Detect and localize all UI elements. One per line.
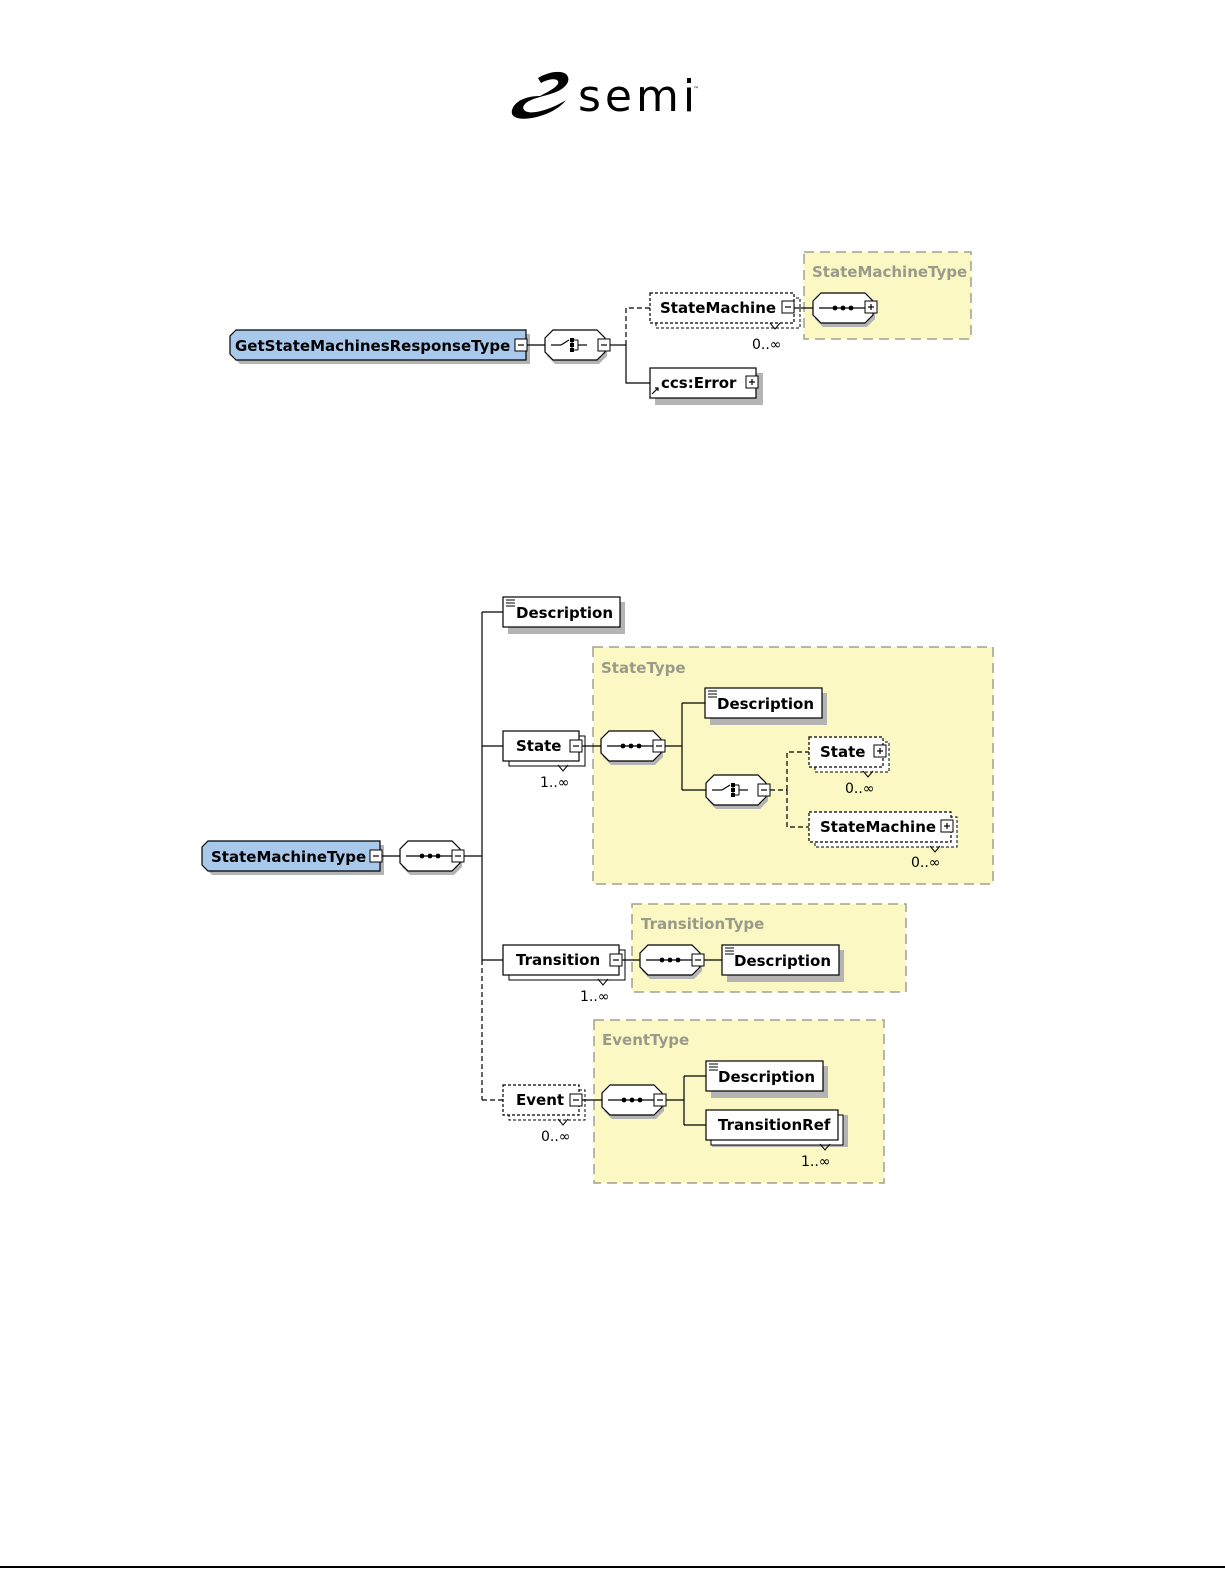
root-collapse-toggle-2[interactable] xyxy=(370,850,382,862)
semi-logo-mark xyxy=(512,72,569,119)
occurrence-state-inner: 0..∞ xyxy=(845,781,874,797)
state-machine-collapse-toggle-1[interactable] xyxy=(782,301,794,313)
element-label-state: State xyxy=(516,737,561,755)
element-label-event: Event xyxy=(516,1091,564,1109)
semi-logo-trademark: ™ xyxy=(693,86,699,93)
root-get-state-machines-response-type[interactable]: GetStateMachinesResponseType xyxy=(230,330,530,364)
ccs-error-expand-toggle[interactable] xyxy=(746,376,758,388)
element-description-transition-type[interactable]: Description xyxy=(722,945,844,982)
element-description-event-type[interactable]: Description xyxy=(706,1061,828,1098)
occurrence-state-machine-inner: 0..∞ xyxy=(911,855,940,871)
event-collapse-toggle[interactable] xyxy=(570,1094,582,1106)
root-state-machine-type[interactable]: StateMachineType xyxy=(202,841,384,875)
diagram-state-machine-type: StateType TransitionType EventType State… xyxy=(202,597,993,1183)
choice-collapse-toggle-state-type[interactable] xyxy=(758,784,770,796)
element-label-description-transition-type: Description xyxy=(734,952,831,970)
element-label-transition: Transition xyxy=(516,951,600,969)
sequence-collapse-toggle-event-type[interactable] xyxy=(654,1094,666,1106)
occurrence-event: 0..∞ xyxy=(541,1129,570,1145)
element-label-description-event-type: Description xyxy=(718,1068,815,1086)
choice-collapse-toggle-1[interactable] xyxy=(598,339,610,351)
state-machine-inner-expand-toggle[interactable] xyxy=(941,820,953,832)
occurrence-transition: 1..∞ xyxy=(580,989,609,1005)
root-collapse-toggle-1[interactable] xyxy=(515,339,527,351)
group-title-event-type: EventType xyxy=(602,1031,689,1049)
element-label-description-top: Description xyxy=(516,604,613,622)
element-description-top[interactable]: Description xyxy=(503,597,625,634)
element-label-state-machine-inner: StateMachine xyxy=(820,818,936,836)
root-label-2: StateMachineType xyxy=(211,848,366,866)
semi-logo: semi ™ xyxy=(512,71,699,122)
state-collapse-toggle[interactable] xyxy=(570,740,582,752)
element-label-state-machine-1: StateMachine xyxy=(660,299,776,317)
state-inner-expand-toggle[interactable] xyxy=(874,745,886,757)
element-description-state-type[interactable]: Description xyxy=(705,688,827,725)
sequence-expand-toggle-1[interactable] xyxy=(865,301,877,313)
element-label-state-inner: State xyxy=(820,743,865,761)
semi-logo-text: semi xyxy=(578,71,699,122)
group-title-transition-type: TransitionType xyxy=(641,915,764,933)
group-state-type xyxy=(593,647,993,884)
transition-collapse-toggle[interactable] xyxy=(610,954,622,966)
element-state-machine-inner[interactable]: StateMachine xyxy=(809,812,957,847)
element-label-description-state-type: Description xyxy=(717,695,814,713)
sequence-collapse-toggle-2[interactable] xyxy=(452,850,464,862)
diagram-get-state-machines-response: StateMachineType GetStateMachinesRespons… xyxy=(230,252,971,405)
root-label-1: GetStateMachinesResponseType xyxy=(235,337,510,355)
element-label-transition-ref: TransitionRef xyxy=(718,1116,831,1134)
group-title-state-type: StateType xyxy=(601,659,686,677)
group-title-state-machine-type-1: StateMachineType xyxy=(812,263,967,281)
element-state-machine-1[interactable]: StateMachine xyxy=(650,293,800,328)
element-transition[interactable]: Transition xyxy=(503,945,625,980)
occurrence-transition-ref: 1..∞ xyxy=(801,1154,830,1170)
occurrence-state: 1..∞ xyxy=(540,775,569,791)
occurrence-state-machine-1: 0..∞ xyxy=(752,337,781,353)
sequence-collapse-toggle-transition-type[interactable] xyxy=(692,954,704,966)
sequence-collapse-toggle-state-type[interactable] xyxy=(653,740,665,752)
element-transition-ref[interactable]: TransitionRef xyxy=(706,1110,848,1147)
element-label-ccs-error: ccs:Error xyxy=(661,374,737,392)
